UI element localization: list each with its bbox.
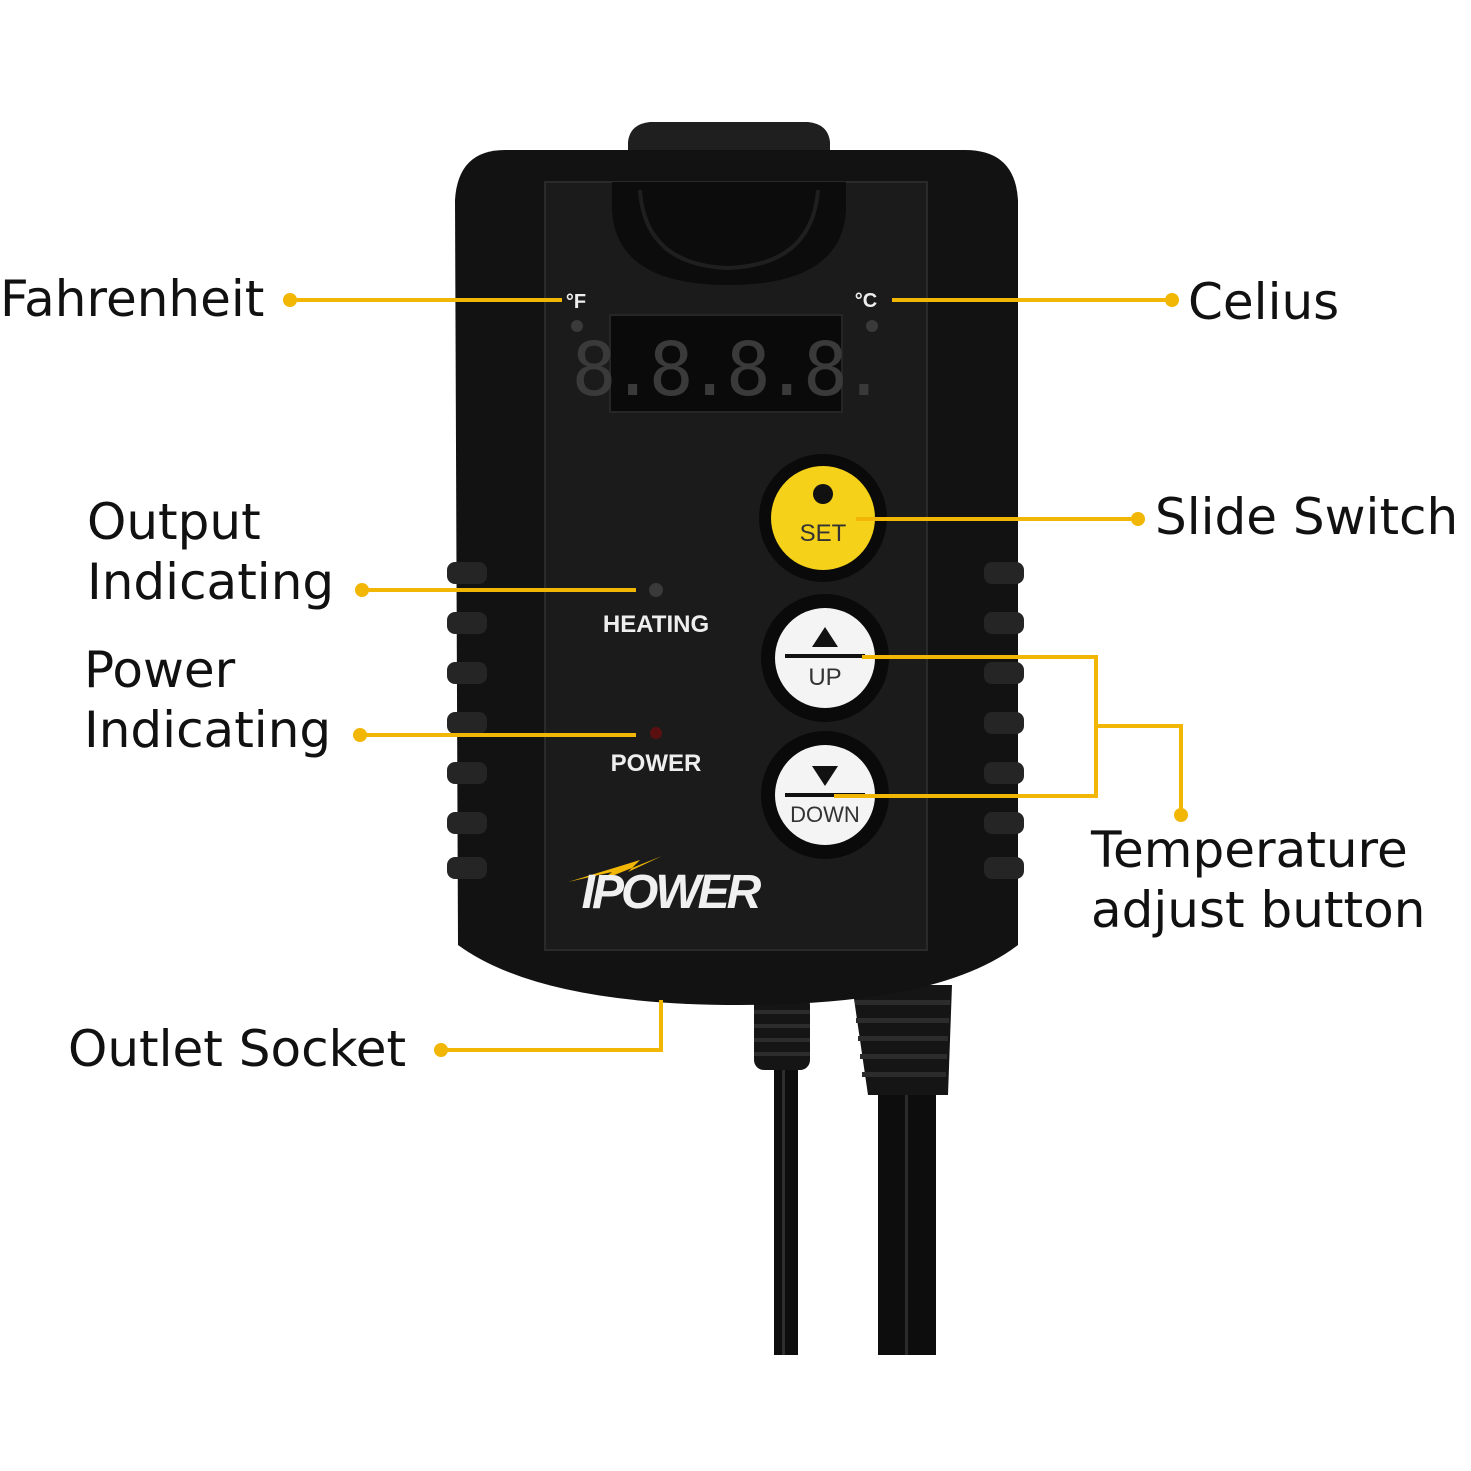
up-button[interactable]: UP <box>761 594 889 722</box>
temp-line2: adjust button <box>1091 881 1426 939</box>
temp-leader <box>1096 724 1183 815</box>
thin-strain-ribs <box>754 1010 810 1056</box>
down-button[interactable]: DOWN <box>761 731 889 859</box>
triangle-up-icon <box>812 627 838 647</box>
fahrenheit-dot <box>283 293 297 307</box>
temperature-adjust-callout: Temperature adjust button <box>1091 820 1425 940</box>
up-divider <box>785 654 865 658</box>
power-label: POWER <box>611 750 702 777</box>
fahrenheit-led <box>571 320 583 332</box>
output-line2: Indicating <box>87 553 335 611</box>
temp-line1: Temperature <box>1091 821 1408 879</box>
thin-cable <box>774 1060 798 1355</box>
heating-led <box>649 583 663 597</box>
up-label: UP <box>808 664 841 691</box>
callout-lines <box>290 298 1183 1052</box>
down-label: DOWN <box>790 802 860 827</box>
brand-logo: IPOWER <box>568 856 765 919</box>
lightning-bolt-icon <box>568 856 662 882</box>
outlet-leader <box>441 1000 663 1052</box>
slide-switch-callout: Slide Switch <box>1155 488 1459 546</box>
output-line1: Output <box>87 493 261 551</box>
down-divider <box>785 793 865 797</box>
outlet-socket-callout: Outlet Socket <box>68 1020 407 1078</box>
outlet-dot <box>434 1043 448 1057</box>
celsius-dot <box>1165 293 1179 307</box>
temp-dot <box>1174 808 1188 822</box>
heating-label: HEATING <box>603 611 709 638</box>
celsius-led <box>866 320 878 332</box>
thick-strain-ribs <box>855 1000 950 1077</box>
set-indicator-dot <box>813 484 833 504</box>
thick-cable-split <box>905 1080 908 1355</box>
brand-wordmark: IPOWER <box>582 866 762 919</box>
triangle-down-icon <box>812 766 838 786</box>
power-dot <box>353 728 367 742</box>
slide-switch-dot <box>1131 512 1145 526</box>
set-button[interactable]: SET <box>759 454 887 582</box>
fahrenheit-callout: Fahrenheit <box>0 270 265 328</box>
power-cables <box>754 985 952 1355</box>
callout-dots <box>283 293 1188 1057</box>
side-grips <box>447 562 1024 879</box>
celsius-mark: °C <box>855 290 877 312</box>
power-line2: Indicating <box>84 701 332 759</box>
fahrenheit-mark: °F <box>566 291 586 313</box>
power-line1: Power <box>84 641 236 699</box>
output-indicating-callout: Output Indicating <box>87 492 334 612</box>
celsius-callout: Celius <box>1188 273 1340 331</box>
top-dome <box>612 182 846 285</box>
output-dot <box>355 583 369 597</box>
display-digits: 8.8.8.8. <box>572 327 880 413</box>
thin-strain-relief <box>754 995 810 1070</box>
lcd-display: 8.8.8.8. <box>572 314 886 413</box>
power-indicating-callout: Power Indicating <box>84 640 331 760</box>
set-label: SET <box>800 520 847 547</box>
dome-highlight <box>638 189 820 271</box>
thin-cable-highlight <box>782 1060 785 1355</box>
display-window <box>609 314 843 413</box>
power-led <box>650 727 662 739</box>
